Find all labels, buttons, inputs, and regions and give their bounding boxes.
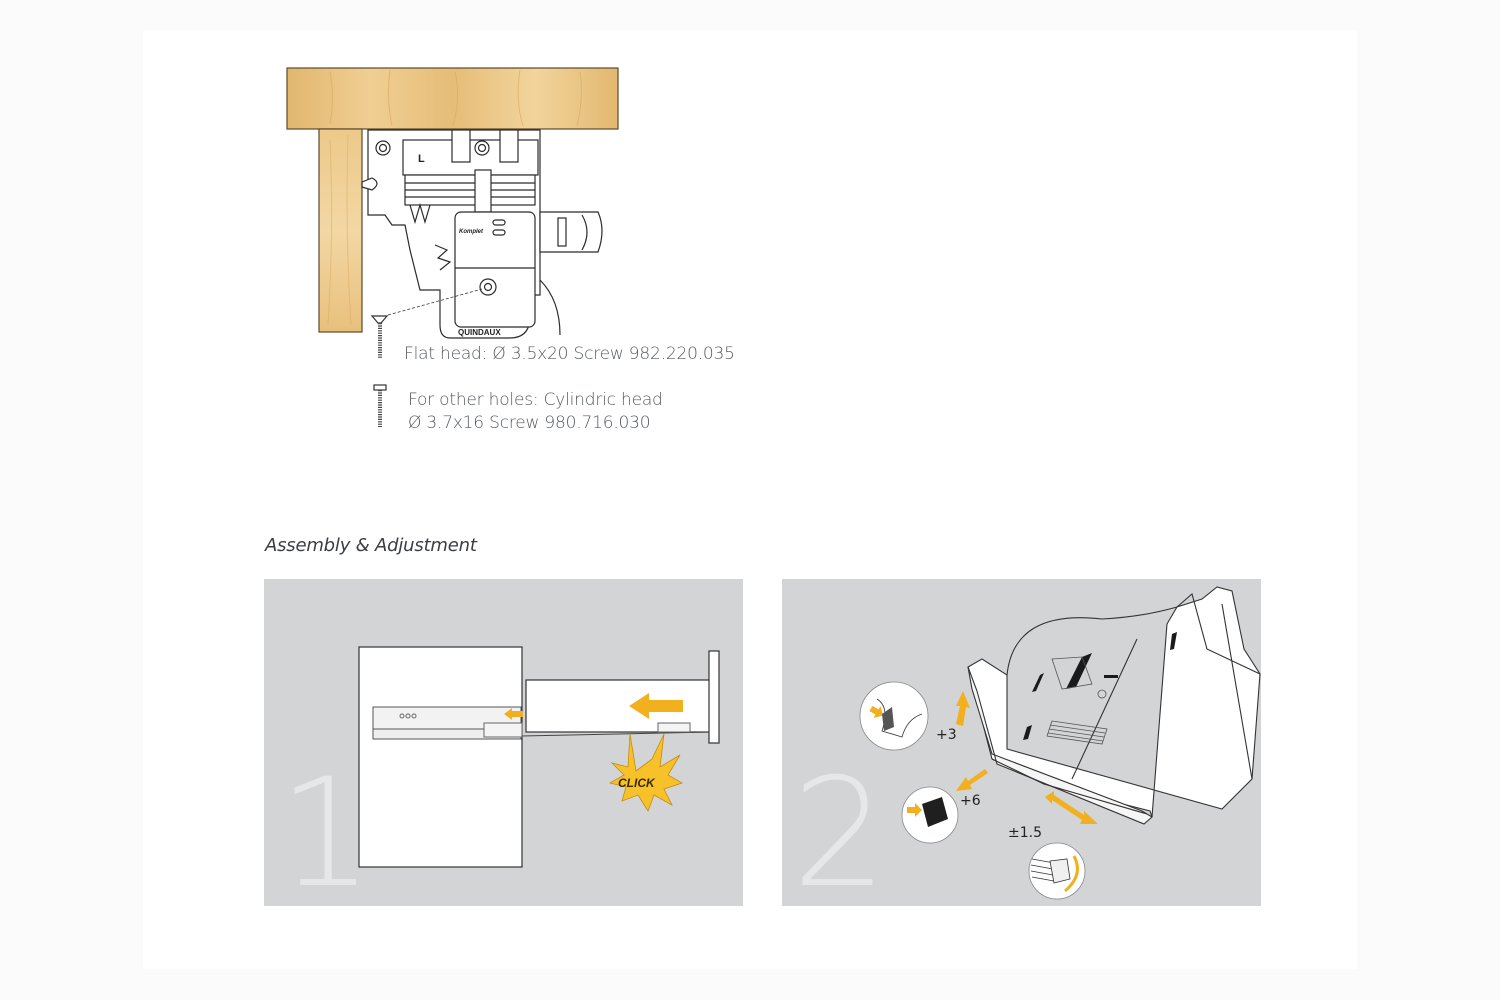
section-title: Assembly & Adjustment: [265, 535, 477, 556]
depth-adjust-detail: [1028, 842, 1086, 900]
depth-adjust-label: ±1.5: [1008, 825, 1042, 841]
click-burst-icon: [608, 733, 683, 812]
up-arrow-icon: [956, 691, 970, 726]
double-arrow-icon: [1045, 791, 1098, 824]
drawer-corner: [967, 586, 1261, 825]
flat-head-screw-icon: [370, 315, 389, 358]
step-2-illustration: +3 +6 ±1.5: [859, 586, 1261, 900]
brand-logo: QUINDAUX: [458, 328, 501, 337]
brand-plate: Komplet: [459, 229, 484, 235]
step-1-illustration: CLICK: [358, 646, 720, 868]
small-push-arrow-icon: [504, 708, 523, 720]
step-2-panel: 2: [782, 579, 1261, 906]
click-callout: CLICK: [618, 776, 656, 790]
push-arrow-icon: [629, 693, 683, 719]
cabinet-marker: L: [418, 153, 425, 165]
flat-head-screw-note: Flat head: Ø 3.5x20 Screw 982.220.035: [404, 344, 735, 364]
cylindric-head-screw-icon: [373, 384, 387, 427]
step-1-panel: 1 CLICK: [264, 579, 743, 906]
height-adjust-detail: [859, 681, 929, 751]
cylindric-screw-note-line-1: For other holes: Cylindric head: [408, 390, 663, 410]
side-board: [318, 128, 363, 333]
step-2-number: 2: [792, 747, 888, 906]
side-adjust-detail: [901, 786, 959, 844]
drawer-front: [708, 650, 720, 744]
side-adjust-label: +6: [960, 793, 981, 809]
step-1-number: 1: [278, 747, 374, 906]
down-left-arrow-icon: [956, 769, 988, 791]
top-board: [286, 67, 619, 130]
height-adjust-label: +3: [936, 727, 957, 743]
mounting-diagram: L Komplet QUINDAUX: [286, 67, 619, 358]
cabinet: [358, 646, 523, 868]
cylindric-screw-note-line-2: Ø 3.7x16 Screw 980.716.030: [408, 413, 651, 433]
